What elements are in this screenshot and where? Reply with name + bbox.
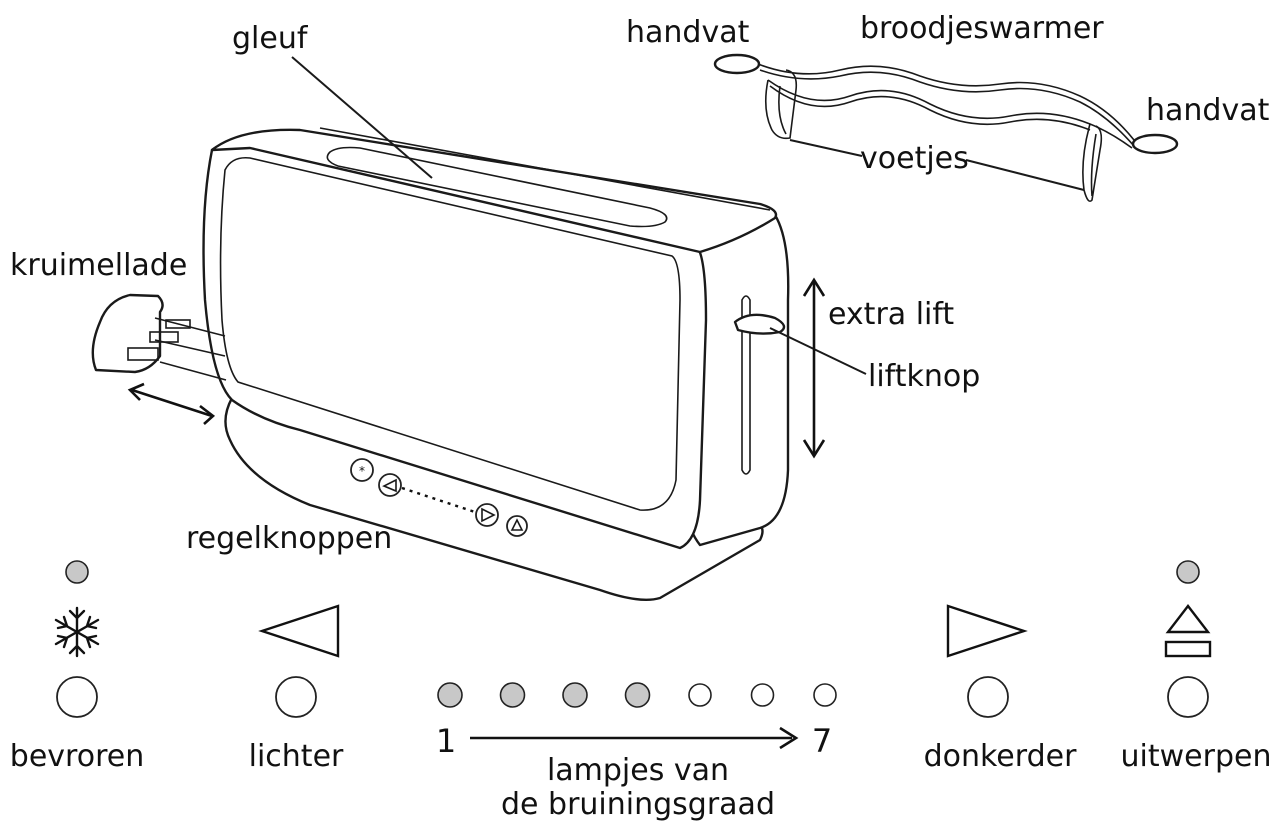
indicator-uitwerpen: [1176, 560, 1200, 584]
browning-lamp-1: [437, 682, 463, 708]
control-panel-legend: bevroren lichter 1 7 lampjes van de brui…: [10, 560, 1272, 822]
label-voetjes: voetjes: [860, 141, 969, 176]
foot-right: [1082, 123, 1103, 203]
label-bevroren: bevroren: [10, 739, 144, 774]
browning-lamp-7: [813, 683, 837, 707]
browning-lamp-5: [688, 683, 712, 707]
label-uitwerpen: uitwerpen: [1121, 739, 1272, 774]
triangle-right-icon: [946, 604, 1028, 658]
browning-lamp-2: [499, 682, 526, 708]
label-liftknop: liftknop: [868, 359, 980, 394]
toaster-slot: [326, 146, 668, 228]
crumb-tray[interactable]: [91, 293, 227, 381]
handle-left: [713, 53, 761, 75]
bevroren-button[interactable]: [56, 676, 98, 718]
lift-track: [741, 295, 751, 475]
bun-warmer: [713, 53, 1179, 203]
donkerder-button[interactable]: [967, 676, 1009, 718]
eject-icon: [1164, 604, 1212, 658]
crumb-tray-arrow: [127, 382, 216, 425]
indicator-bevroren: [65, 560, 89, 584]
label-handvat-right: handvat: [1146, 93, 1270, 128]
leader-lines: [291, 56, 1085, 375]
uitwerpen-button[interactable]: [1167, 676, 1209, 718]
label-lichter: lichter: [249, 739, 344, 774]
label-broodjeswarmer: broodjeswarmer: [860, 11, 1104, 46]
label-handvat-left: handvat: [626, 15, 750, 50]
browning-lamp-6: [750, 683, 775, 707]
snowflake-icon: [54, 606, 100, 658]
label-donkerder: donkerder: [924, 739, 1077, 774]
extra-lift-arrow: [802, 277, 826, 459]
label-lamps-line1: lampjes van: [547, 753, 729, 788]
browning-lamps: [437, 682, 837, 708]
triangle-left-icon: [258, 604, 340, 658]
control-buttons: *: [350, 458, 528, 537]
scale-arrow: [470, 726, 799, 750]
toaster: *: [91, 127, 790, 601]
label-extra-lift: extra lift: [828, 297, 954, 332]
label-regelknoppen: regelknoppen: [186, 521, 392, 556]
scale-end: 7: [812, 722, 832, 760]
browning-lamp-4: [624, 682, 651, 708]
scale-start: 1: [436, 722, 456, 760]
lichter-button[interactable]: [275, 676, 317, 718]
label-gleuf: gleuf: [232, 21, 309, 56]
foot-left: [764, 69, 798, 140]
handle-right: [1131, 133, 1179, 155]
toaster-top: [210, 128, 778, 254]
svg-text:*: *: [359, 464, 365, 478]
label-kruimellade: kruimellade: [10, 248, 187, 283]
browning-lamp-3: [562, 682, 588, 708]
label-lamps-line2: de bruiningsgraad: [501, 787, 775, 822]
